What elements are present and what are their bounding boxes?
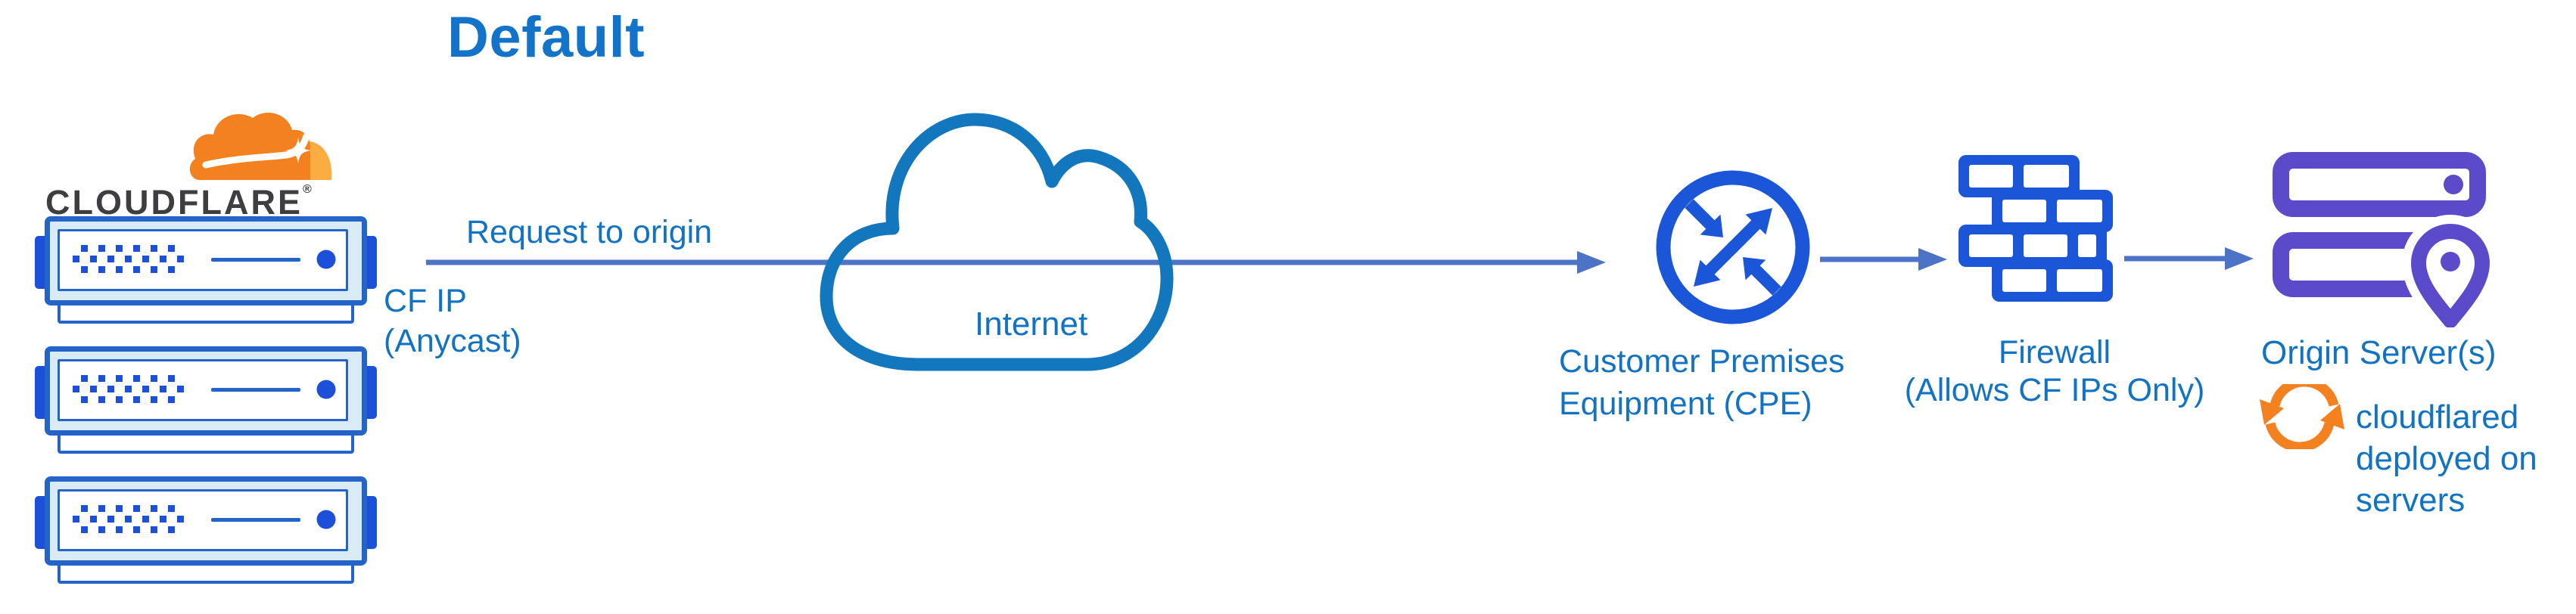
server-faceplate-detail: [73, 375, 336, 403]
cpe-label: Customer Premises Equipment (CPE): [1559, 340, 1845, 425]
firewall-line1: Firewall: [1998, 334, 2111, 371]
firewall-label: Firewall (Allows CF IPs Only): [1877, 333, 2232, 409]
cf-ip-line1: CF IP: [384, 283, 467, 319]
server-led-icon: [316, 380, 336, 399]
origin-servers-label: Origin Server(s): [2261, 334, 2497, 371]
server-faceplate-detail: [73, 245, 336, 273]
server-faceplate: [58, 489, 348, 551]
router-icon: [1656, 170, 1810, 324]
page-title: Default: [447, 5, 646, 70]
arrowhead-icon: [2225, 247, 2254, 270]
cloudflared-note: cloudflared deployed on servers: [2356, 396, 2537, 521]
firewall-brick-icon: [1958, 155, 2113, 302]
arrowhead-icon: [1577, 251, 1606, 274]
cf-ip-anycast-label: CF IP (Anycast): [384, 281, 521, 361]
edge-server-unit: [35, 216, 377, 324]
sync-arrows-icon: [2260, 384, 2344, 449]
cloudflare-logo: [189, 113, 332, 180]
note-line1: cloudflared: [2356, 398, 2519, 436]
note-line2: deployed on: [2356, 440, 2537, 477]
server-faceplate: [58, 229, 348, 291]
cloud-icon: [820, 113, 1174, 371]
wordmark-text: CLOUDFLARE: [45, 183, 303, 222]
cloudflare-wordmark: CLOUDFLARE®: [45, 183, 312, 222]
registered-mark: ®: [302, 183, 312, 196]
cf-ip-line2: (Anycast): [384, 323, 521, 359]
internet-label: Internet: [975, 305, 1088, 343]
server-faceplate: [58, 359, 348, 421]
server-chassis: [45, 346, 367, 436]
server-led-icon: [316, 250, 336, 269]
server-chassis: [45, 216, 367, 305]
edge-server-unit: [35, 476, 377, 584]
firewall-line2: (Allows CF IPs Only): [1904, 372, 2205, 408]
server-faceplate-detail: [73, 505, 336, 533]
cpe-line1: Customer Premises: [1559, 343, 1845, 380]
arrowhead-icon: [1918, 248, 1947, 271]
server-location-icon: [2273, 152, 2497, 327]
cpe-line2: Equipment (CPE): [1559, 386, 1812, 422]
server-led-icon: [316, 510, 336, 529]
edge-server-unit: [35, 346, 377, 454]
server-chassis: [45, 476, 367, 566]
note-line3: servers: [2356, 482, 2466, 519]
request-to-origin-label: Request to origin: [466, 214, 713, 250]
